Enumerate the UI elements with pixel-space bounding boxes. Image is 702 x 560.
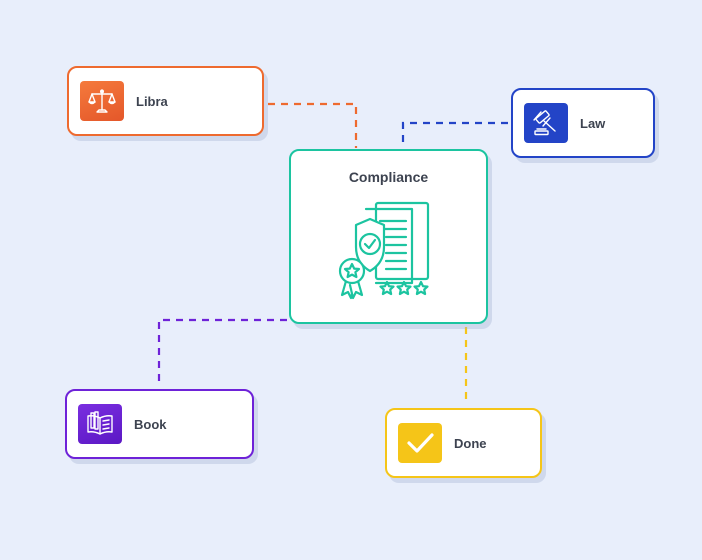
node-done[interactable]: Done: [385, 408, 542, 478]
node-label-libra: Libra: [136, 93, 168, 109]
node-libra[interactable]: Libra: [67, 66, 264, 136]
node-label-done: Done: [454, 435, 487, 451]
gavel-icon: [524, 103, 568, 143]
scales-icon: [80, 81, 124, 121]
compliance-node[interactable]: Compliance: [289, 149, 488, 324]
compliance-title: Compliance: [348, 169, 429, 185]
node-label-law: Law: [580, 115, 606, 131]
node-law[interactable]: Law: [511, 88, 655, 158]
node-book[interactable]: Book: [65, 389, 254, 459]
connector-law: [401, 121, 508, 148]
connector-book: [157, 318, 287, 386]
connector-libra: [268, 102, 358, 148]
checkmark-icon: [398, 423, 442, 463]
node-label-book: Book: [134, 416, 167, 432]
book-icon: [78, 404, 122, 444]
compliance-document-icon: [338, 201, 430, 300]
